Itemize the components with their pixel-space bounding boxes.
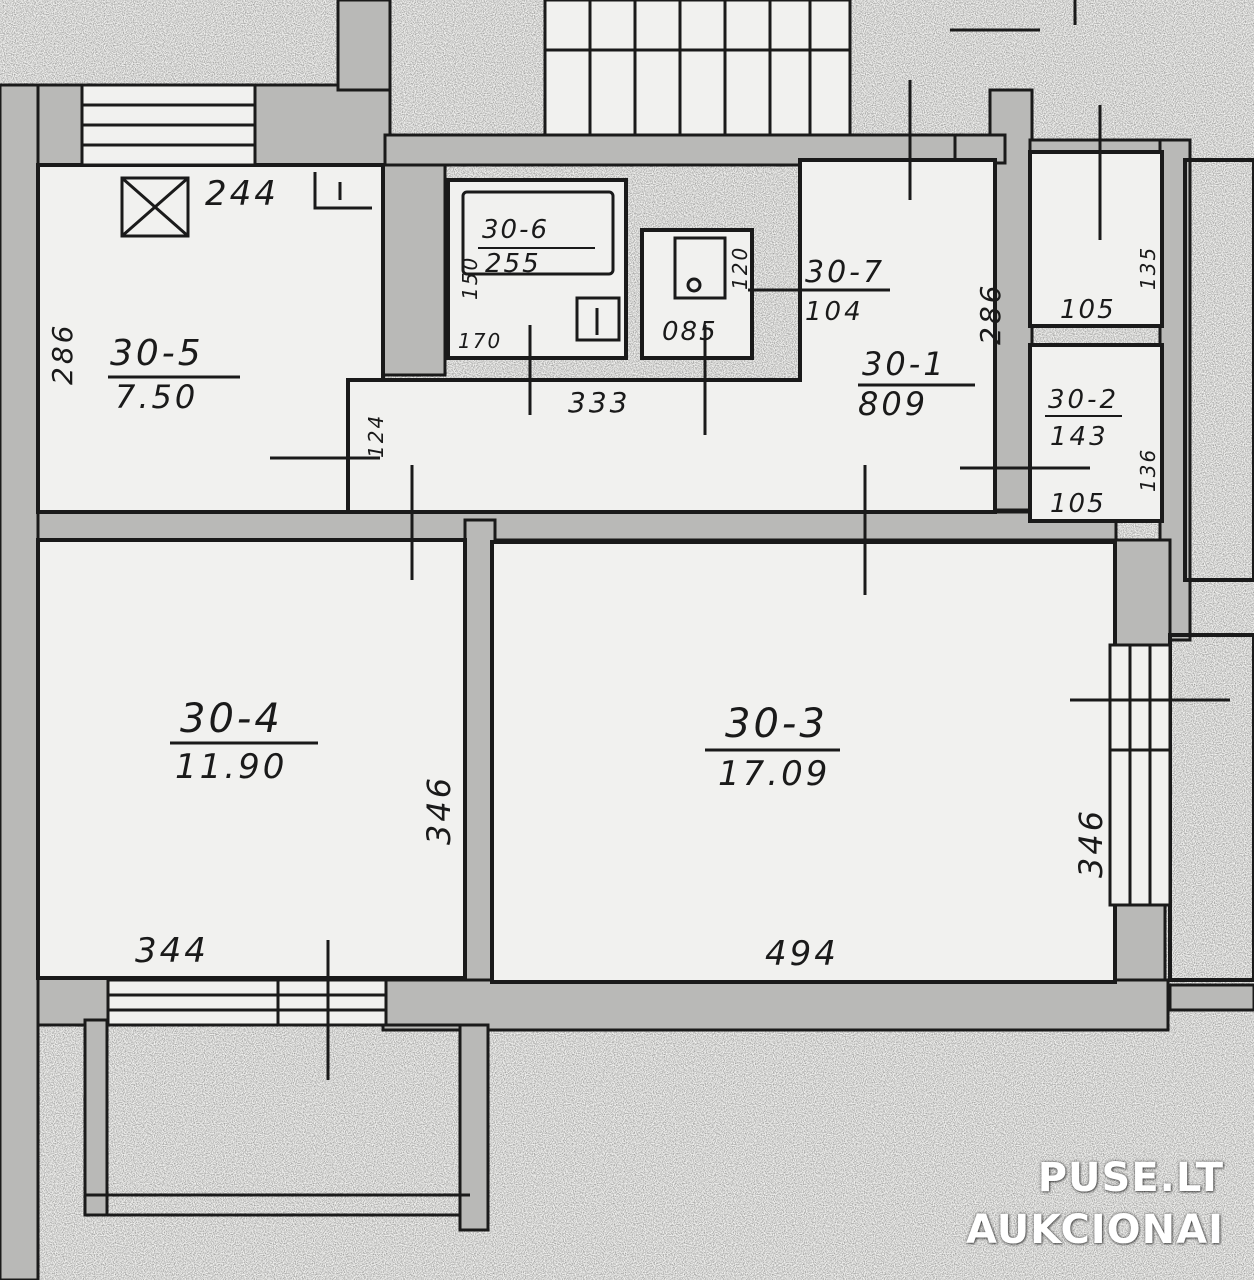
- room-30-2-id: 30-2: [1048, 385, 1119, 415]
- watermark: PUSE.LT AUKCIONAI: [966, 1152, 1224, 1256]
- room-30-4-id: 30-4: [180, 696, 283, 742]
- dim-346-right: 346: [1072, 808, 1110, 878]
- room-30-7-id: 30-7: [805, 255, 885, 290]
- room-30-4: [36, 538, 467, 980]
- bathtub: [461, 190, 615, 276]
- dim-344: 344: [135, 931, 209, 971]
- room-30-5-area: 7.50: [115, 378, 198, 416]
- dim-136: 136: [1136, 448, 1160, 492]
- room-30-2: [1028, 343, 1164, 523]
- dim-120: 120: [728, 246, 752, 290]
- room-30-6-id: 30-6: [482, 215, 549, 245]
- windows: [80, 0, 1172, 1217]
- room-30-4-area: 11.90: [175, 747, 287, 787]
- dim-244: 244: [205, 174, 279, 214]
- sink: [575, 296, 621, 342]
- room-30-1: [346, 158, 997, 514]
- dim-105-bottom: 105: [1050, 489, 1106, 519]
- room-30-1-area: 809: [858, 385, 928, 423]
- room-30-1-id: 30-1: [862, 345, 947, 383]
- watermark-line-2: AUKCIONAI: [966, 1207, 1224, 1253]
- dim-286-left: 286: [46, 323, 79, 385]
- dim-085: 085: [662, 317, 718, 347]
- room-30-3: [490, 540, 1117, 984]
- room-30-7-area: 104: [805, 297, 864, 327]
- dim-494: 494: [765, 934, 839, 974]
- room-30-3-area: 17.09: [718, 754, 830, 794]
- dim-124: 124: [364, 414, 388, 458]
- dim-105-top: 105: [1060, 295, 1116, 325]
- dim-150: 150: [458, 256, 482, 300]
- watermark-line-1: PUSE.LT: [1037, 1155, 1224, 1201]
- room-30-7: [640, 228, 754, 360]
- room-30-5-id: 30-5: [110, 333, 204, 374]
- vent-box: [120, 176, 190, 238]
- dim-346-left: 346: [420, 775, 458, 845]
- labels: 30-5 7.50 30-6 255 30-7 104 30-1 809 30-…: [46, 174, 1160, 974]
- room-30-6-area: 255: [485, 249, 541, 279]
- stove-symbol: [313, 172, 372, 210]
- toilet: [673, 236, 727, 300]
- dim-286-right: 286: [974, 283, 1007, 345]
- room-30-3-id: 30-3: [725, 701, 828, 747]
- closet: [1028, 150, 1164, 328]
- room-30-2-area: 143: [1050, 422, 1109, 452]
- fixtures: [120, 0, 1230, 1080]
- dim-135: 135: [1136, 246, 1160, 290]
- dim-333: 333: [568, 386, 630, 419]
- room-30-5: [36, 163, 385, 514]
- dim-170: 170: [458, 329, 502, 353]
